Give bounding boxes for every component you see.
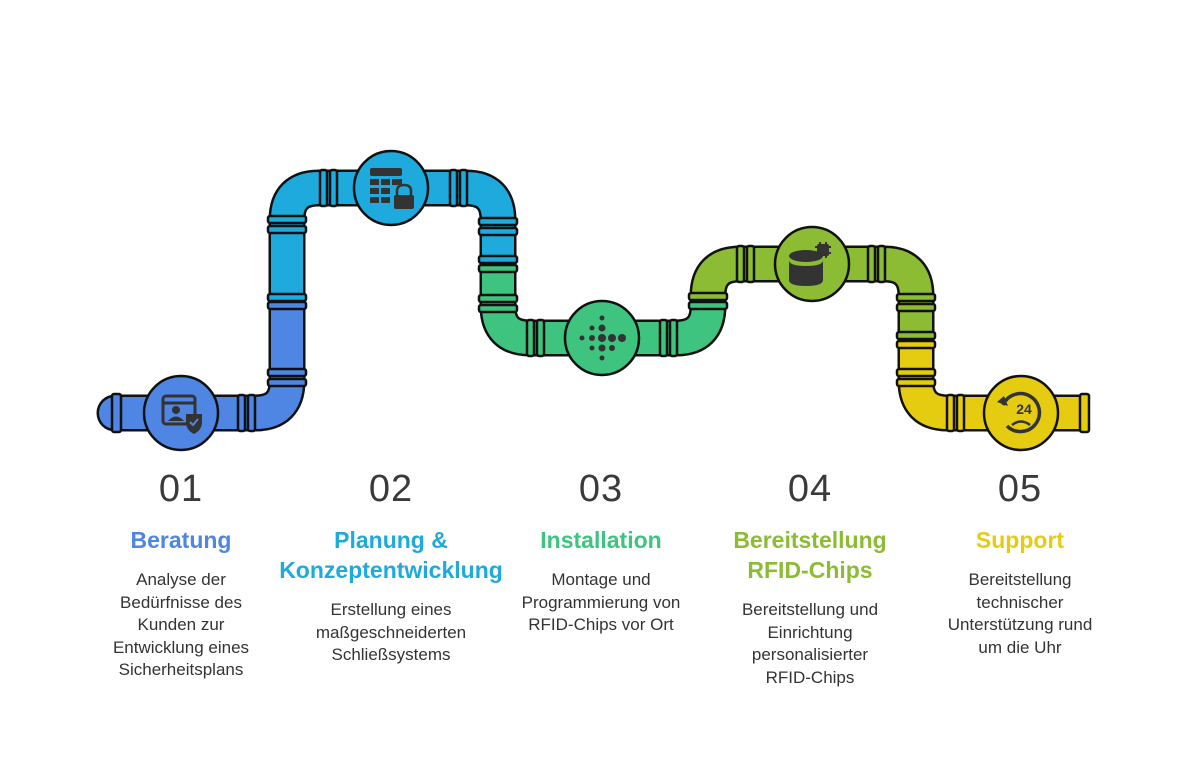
user-shield-icon <box>161 394 202 434</box>
node-1 <box>142 374 220 452</box>
dots-fitbit-icon <box>579 315 626 361</box>
support-24-text: 24 <box>1016 401 1032 417</box>
step-4: 04 Bereitstellung RFID-Chips Bereitstell… <box>690 468 930 689</box>
step-1-title: Beratung <box>130 527 232 553</box>
pipe-flanges <box>110 168 1091 434</box>
step-5-title: Support <box>975 527 1065 553</box>
step-4-number: 04 <box>787 468 833 510</box>
step-2-number: 02 <box>368 468 414 510</box>
step-2-description: Erstellung eines maßgeschneiderten Schli… <box>315 600 467 664</box>
step-3-number: 03 <box>578 468 624 510</box>
node-4 <box>773 225 851 303</box>
step-5-number: 05 <box>997 468 1043 510</box>
step-3: 03 Installation Montage und Programmieru… <box>481 468 721 637</box>
step-4-title: Bereitstellung RFID-Chips <box>733 527 887 583</box>
step-5: 05 Support Bereitstellung technischer Un… <box>900 468 1140 659</box>
support-24-icon: 24 <box>997 391 1042 434</box>
grid-lock-icon <box>370 168 414 209</box>
step-1-number: 01 <box>158 468 204 510</box>
step-3-description: Montage und Programmierung von RFID-Chip… <box>521 570 681 634</box>
step-2: 02 Planung & Konzeptentwicklung Erstellu… <box>271 468 511 667</box>
node-3 <box>563 299 641 377</box>
database-chip-icon <box>789 242 831 286</box>
step-4-description: Bereitstellung und Einrichtung personali… <box>741 600 879 687</box>
node-2 <box>352 149 430 227</box>
step-3-title: Installation <box>540 527 662 553</box>
step-1-description: Analyse der Bedürfnisse des Kunden zur E… <box>112 570 250 679</box>
step-5-description: Bereitstellung technischer Unterstützung… <box>947 570 1093 657</box>
node-5: 24 <box>982 374 1060 452</box>
step-2-title: Planung & Konzeptentwicklung <box>279 527 503 583</box>
step-1: 01 Beratung Analyse der Bedürfnisse des … <box>61 468 301 682</box>
